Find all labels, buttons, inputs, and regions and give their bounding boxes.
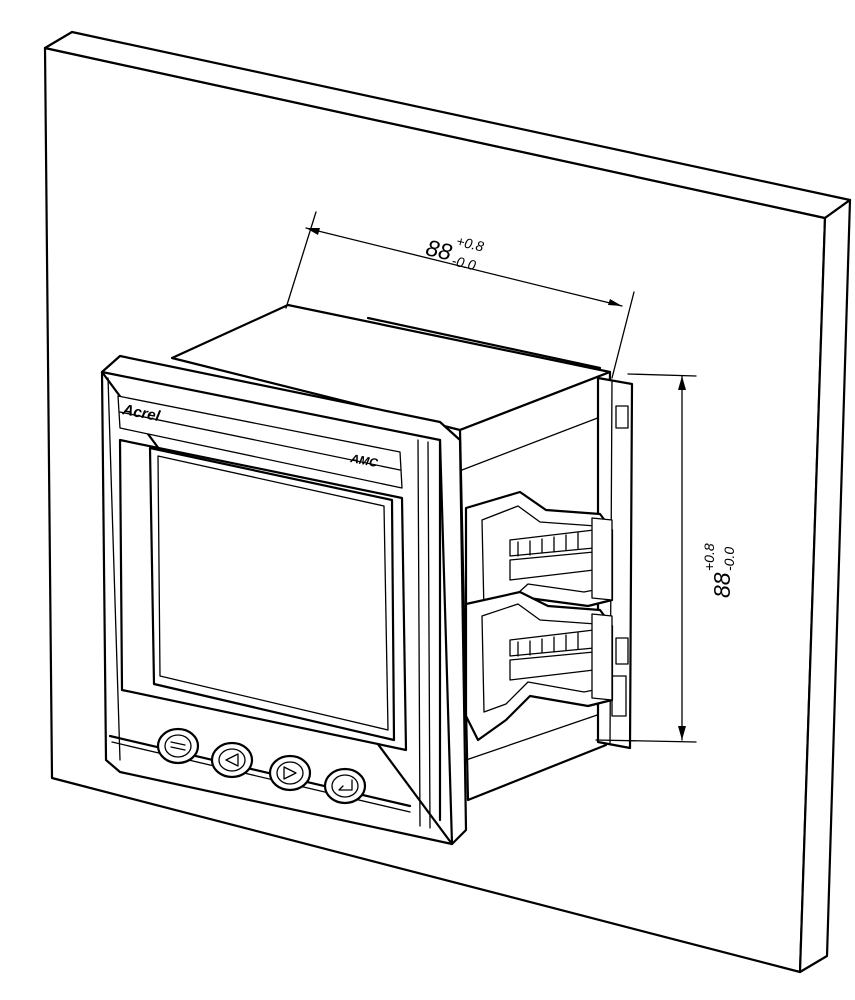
button-right[interactable] — [268, 754, 312, 792]
mounting-clip-lower — [464, 590, 614, 742]
triangle-right-icon — [283, 766, 297, 780]
triangle-left-icon — [225, 753, 239, 767]
model-label: AMC — [348, 451, 379, 470]
width-upper-tol: +0.8 — [455, 233, 486, 255]
enter-icon — [338, 779, 353, 791]
width-lower-tol: -0.0 — [450, 252, 477, 273]
height-lower-tol: -0.0 — [721, 547, 737, 571]
width-nominal: 88 — [423, 234, 454, 265]
menu-icon — [170, 741, 186, 751]
lcd-window — [118, 438, 408, 752]
height-upper-tol: +0.8 — [701, 543, 717, 571]
button-enter[interactable] — [323, 767, 367, 805]
width-dimension: 88 +0.8 -0.0 — [285, 211, 635, 379]
height-nominal: 88 — [709, 572, 735, 598]
height-dimension: 88 +0.8 -0.0 — [595, 373, 737, 743]
button-menu[interactable] — [156, 727, 200, 765]
button-left[interactable] — [210, 741, 254, 779]
